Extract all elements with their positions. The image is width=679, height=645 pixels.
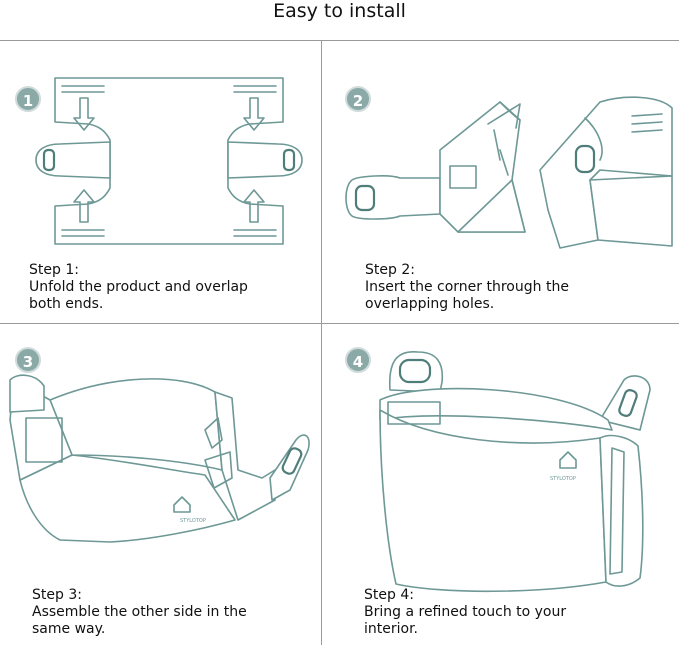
step-2-badge: 2: [345, 86, 371, 112]
page-title: Easy to install: [273, 0, 406, 22]
step-1-heading: Step 1:: [29, 262, 79, 278]
step-4-badge: 4: [345, 347, 371, 373]
step-2-illustration: [345, 96, 673, 249]
step-4-line-1: Bring a refined touch to your: [364, 604, 567, 620]
step-4-illustration: STYLOTOP: [379, 350, 651, 593]
step-3-line-1: Assemble the other side in the: [32, 604, 247, 620]
step-4-heading: Step 4:: [364, 587, 414, 603]
step-3-illustration: STYLOTOP: [9, 374, 310, 543]
step-3-badge: 3: [15, 347, 41, 373]
step-4-logo-text: STYLOTOP: [550, 476, 576, 482]
step-3-heading: Step 3:: [32, 587, 82, 603]
center-divider: [321, 40, 322, 645]
top-divider: [0, 40, 679, 41]
step-4-caption: Step 4: Bring a refined touch to your in…: [364, 587, 566, 638]
step-3-line-2: same way.: [32, 621, 106, 637]
step-2-line-2: overlapping holes.: [365, 296, 495, 312]
step-1-line-2: both ends.: [29, 296, 104, 312]
step-2-heading: Step 2:: [365, 262, 415, 278]
step-2-line-1: Insert the corner through the: [365, 279, 569, 295]
step-1-line-1: Unfold the product and overlap: [29, 279, 248, 295]
step-4-line-2: interior.: [364, 621, 418, 637]
middle-divider: [0, 323, 679, 324]
step-1-illustration: [35, 77, 303, 245]
step-3-caption: Step 3: Assemble the other side in the s…: [32, 587, 247, 638]
step-3-logo-text: STYLOTOP: [180, 518, 206, 524]
step-1-caption: Step 1: Unfold the product and overlap b…: [29, 262, 248, 313]
step-2-caption: Step 2: Insert the corner through the ov…: [365, 262, 569, 313]
step-1-badge: 1: [15, 86, 41, 112]
